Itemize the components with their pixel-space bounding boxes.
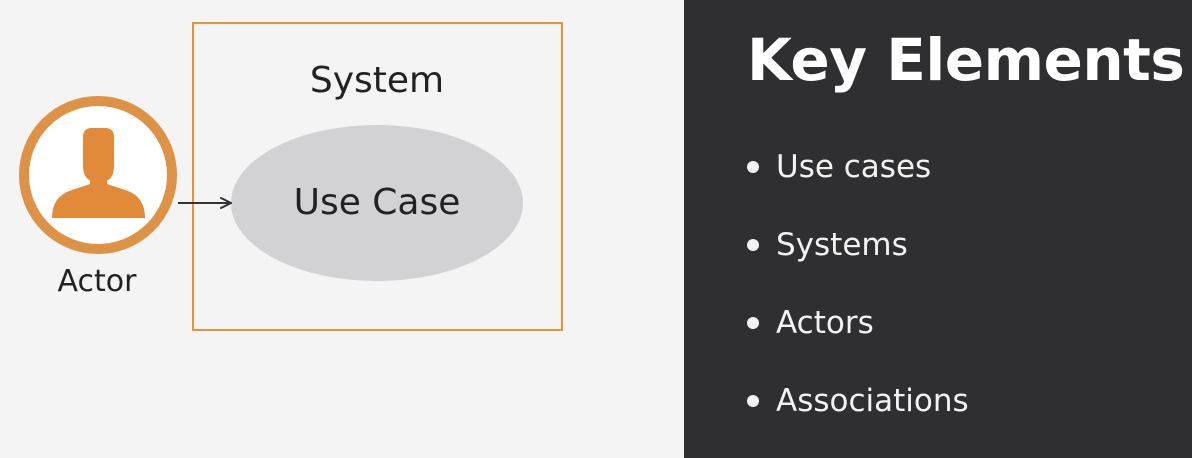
use-case-label: Use Case xyxy=(294,182,461,223)
use-case-diagram: System Use Case Actor xyxy=(19,22,563,331)
person-silhouette-icon xyxy=(52,128,145,218)
system-label: System xyxy=(310,60,444,101)
list-item: Actors xyxy=(747,301,969,379)
actor: Actor xyxy=(19,96,177,299)
list-item: Use cases xyxy=(747,145,969,223)
list-item-label: Actors xyxy=(776,305,874,341)
use-case-ellipse xyxy=(231,125,523,281)
list-item-label: Associations xyxy=(776,383,969,419)
list-item: Systems xyxy=(747,223,969,301)
list-item: Associations xyxy=(747,379,969,457)
system-boundary xyxy=(192,22,563,331)
bullet-icon xyxy=(747,395,759,407)
actor-label: Actor xyxy=(58,264,138,299)
bullet-icon xyxy=(747,317,759,329)
diagram-canvas: System Use Case Actor xyxy=(19,22,563,331)
bullet-icon xyxy=(747,239,759,251)
key-elements-panel: Key Elements Use cases Systems Actors As… xyxy=(684,0,1192,458)
bullet-icon xyxy=(747,161,759,173)
list-item-label: Use cases xyxy=(776,149,932,185)
key-elements-list: Use cases Systems Actors Associations xyxy=(747,145,969,457)
list-item-label: Systems xyxy=(776,227,908,263)
panel-title: Key Elements xyxy=(747,26,1185,94)
